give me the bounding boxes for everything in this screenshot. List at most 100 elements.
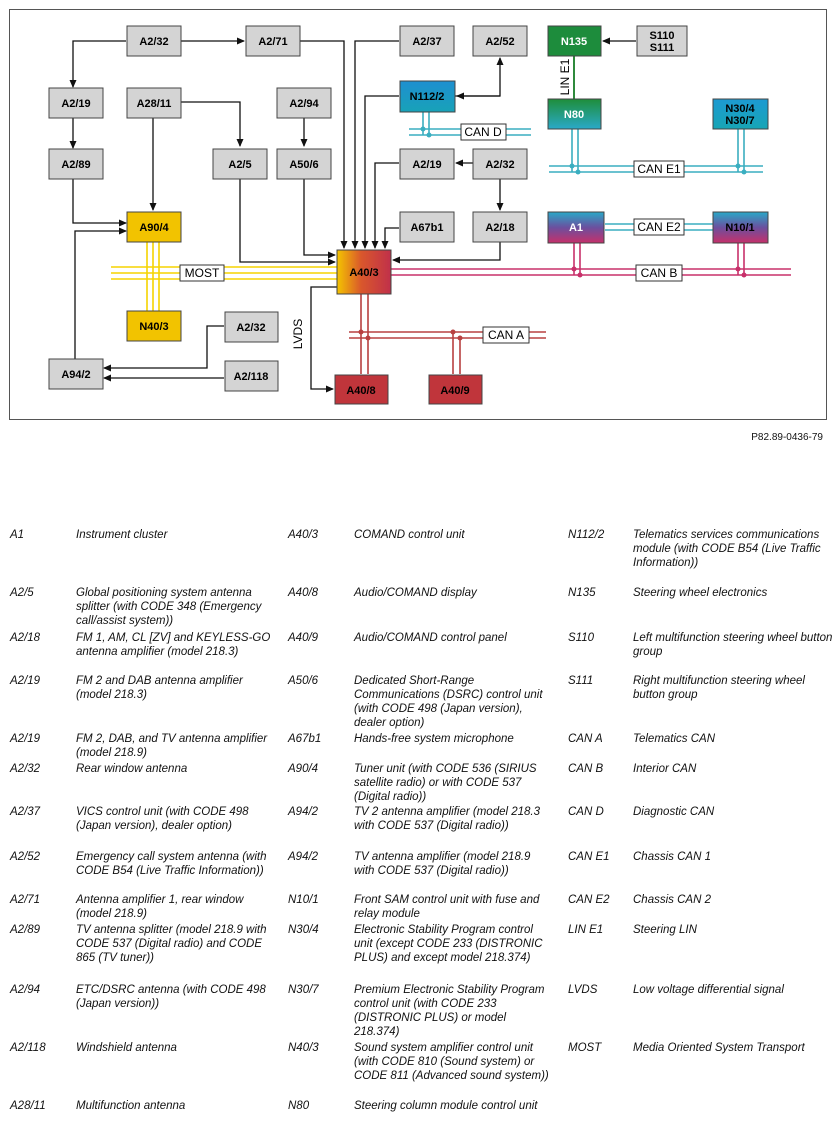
- legend-description: Diagnostic CAN: [633, 806, 715, 818]
- legend-code: N40/3: [288, 1042, 319, 1054]
- svg-text:N135: N135: [561, 36, 587, 48]
- legend-description: Interior CAN: [633, 763, 697, 775]
- svg-text:A40/3: A40/3: [349, 267, 378, 279]
- legend-description: Left multifunction steering wheel button…: [633, 632, 833, 658]
- svg-text:A2/32: A2/32: [485, 159, 514, 171]
- legend-code: A2/52: [10, 851, 41, 863]
- legend-code: LVDS: [568, 984, 598, 996]
- box-n135[interactable]: N135: [547, 25, 602, 57]
- network-diagram: A2/32 A2/71 A2/37 A2/52 N135 S110 S111 A…: [9, 9, 827, 420]
- legend-description: Steering column module control unit: [354, 1100, 538, 1112]
- legend-description: Tuner unit (with CODE 536 (SIRIUS satell…: [354, 763, 537, 803]
- svg-text:A2/32: A2/32: [236, 322, 265, 334]
- box-a2-89[interactable]: A2/89: [48, 148, 104, 180]
- box-a50-6[interactable]: A50/6: [276, 148, 332, 180]
- legend-description: Global positioning system antenna splitt…: [76, 587, 262, 627]
- legend-description: Chassis CAN 2: [633, 894, 711, 906]
- box-a2-32-top[interactable]: A2/32: [126, 25, 182, 57]
- box-a1[interactable]: A1: [547, 211, 605, 244]
- legend-code: A2/89: [10, 924, 41, 936]
- legend-description: Multifunction antenna: [76, 1100, 186, 1112]
- box-n30-4-n30-7[interactable]: N30/4 N30/7: [712, 98, 769, 130]
- box-a2-19-left[interactable]: A2/19: [48, 87, 104, 119]
- svg-text:A2/19: A2/19: [61, 98, 90, 110]
- legend-code: A2/19: [10, 675, 41, 687]
- svg-text:A40/8: A40/8: [346, 385, 375, 397]
- box-a2-94[interactable]: A2/94: [276, 87, 332, 119]
- box-n80[interactable]: N80: [547, 98, 602, 130]
- label-can-a: CAN A: [482, 326, 530, 344]
- svg-text:A2/37: A2/37: [412, 36, 441, 48]
- svg-text:MOST: MOST: [185, 266, 220, 280]
- legend-code: A67b1: [288, 733, 322, 745]
- box-a40-8[interactable]: A40/8: [334, 374, 389, 405]
- signal-lines: [69, 37, 636, 393]
- box-s110-s111[interactable]: S110 S111: [636, 25, 688, 57]
- legend-description: Premium Electronic Stability Program con…: [354, 984, 545, 1038]
- svg-text:S111: S111: [650, 42, 674, 54]
- box-a2-71[interactable]: A2/71: [245, 25, 301, 57]
- legend-code: A40/3: [288, 529, 319, 541]
- legend-description: Low voltage differential signal: [633, 984, 784, 996]
- legend-description: TV antenna splitter (model 218.9 with CO…: [76, 924, 267, 964]
- box-a90-4[interactable]: A90/4: [126, 211, 182, 243]
- svg-text:A28/11: A28/11: [137, 98, 172, 110]
- box-a2-5[interactable]: A2/5: [212, 148, 268, 180]
- box-a2-18[interactable]: A2/18: [472, 211, 528, 243]
- label-most: MOST: [179, 264, 225, 282]
- svg-text:N30/7: N30/7: [725, 115, 754, 127]
- svg-text:A2/52: A2/52: [485, 36, 514, 48]
- svg-text:N40/3: N40/3: [139, 321, 168, 333]
- legend-code: A94/2: [288, 851, 319, 863]
- legend-description: ETC/DSRC antenna (with CODE 498 (Japan v…: [76, 984, 266, 1010]
- svg-text:CAN D: CAN D: [464, 125, 502, 139]
- box-a2-37[interactable]: A2/37: [399, 25, 455, 57]
- legend-description: Chassis CAN 1: [633, 851, 711, 863]
- legend-description: Emergency call system antenna (with CODE…: [76, 851, 267, 877]
- box-a2-118[interactable]: A2/118: [224, 360, 279, 392]
- legend-description: TV antenna amplifier (model 218.9 with C…: [354, 851, 531, 877]
- legend-description: FM 2, DAB, and TV antenna amplifier (mod…: [76, 733, 268, 759]
- svg-text:A2/18: A2/18: [485, 222, 514, 234]
- can-b-bus: [391, 242, 791, 276]
- box-a2-19-mid[interactable]: A2/19: [399, 148, 455, 180]
- legend-description: Front SAM control unit with fuse and rel…: [354, 894, 540, 920]
- box-n40-3[interactable]: N40/3: [126, 310, 182, 342]
- legend-code: N30/7: [288, 984, 319, 996]
- diagram-canvas: A2/32 A2/71 A2/37 A2/52 N135 S110 S111 A…: [48, 25, 791, 405]
- legend-description: Steering LIN: [633, 924, 697, 936]
- legend-description: Telematics services communications modul…: [633, 529, 821, 569]
- box-a40-3[interactable]: A40/3: [336, 249, 392, 295]
- box-a67b1[interactable]: A67b1: [399, 211, 455, 243]
- box-a40-9[interactable]: A40/9: [428, 374, 483, 405]
- svg-text:A2/5: A2/5: [228, 159, 251, 171]
- legend-code: A90/4: [288, 763, 319, 775]
- label-lin-e1: LIN E1: [558, 58, 572, 95]
- legend-code: N135: [568, 587, 596, 599]
- legend-code: A40/9: [288, 632, 319, 644]
- svg-text:A50/6: A50/6: [289, 159, 318, 171]
- legend-code: A50/6: [288, 675, 319, 687]
- svg-text:A2/32: A2/32: [139, 36, 168, 48]
- svg-text:CAN E2: CAN E2: [637, 220, 681, 234]
- svg-text:A40/9: A40/9: [440, 385, 469, 397]
- legend-code: S111: [568, 675, 594, 687]
- box-n10-1[interactable]: N10/1: [712, 211, 769, 244]
- legend-description: FM 2 and DAB antenna amplifier (model 21…: [76, 675, 243, 701]
- box-a2-32-mid[interactable]: A2/32: [472, 148, 528, 180]
- box-n112-2[interactable]: N112/2: [399, 80, 456, 113]
- box-a2-32-low[interactable]: A2/32: [224, 311, 279, 343]
- svg-text:A2/71: A2/71: [258, 36, 287, 48]
- legend-code: A2/37: [10, 806, 41, 818]
- box-a28-11[interactable]: A28/11: [126, 87, 182, 119]
- most-bus: [111, 241, 339, 313]
- legend-code: N112/2: [568, 529, 605, 541]
- legend-description: Right multifunction steering wheel butto…: [633, 675, 805, 701]
- legend-code: N30/4: [288, 924, 319, 936]
- box-a2-52[interactable]: A2/52: [472, 25, 528, 57]
- legend-code: CAN D: [568, 806, 604, 818]
- svg-text:N112/2: N112/2: [410, 91, 445, 103]
- svg-text:CAN A: CAN A: [488, 328, 524, 342]
- box-a94-2[interactable]: A94/2: [48, 358, 104, 390]
- svg-text:A2/89: A2/89: [61, 159, 90, 171]
